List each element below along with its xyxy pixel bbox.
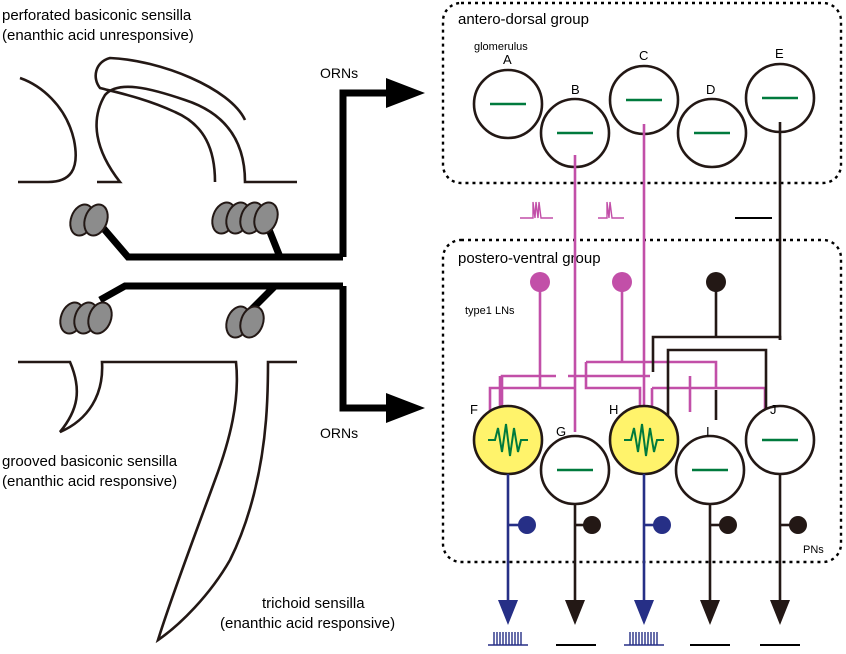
glomerulus-a: A xyxy=(472,52,544,140)
postero-ventral-box xyxy=(441,238,843,564)
pns-label: PNs xyxy=(803,544,824,556)
orn-arrow-lower xyxy=(339,286,392,412)
postero-ventral-label: postero-ventral group xyxy=(458,250,601,267)
ln-soma-left xyxy=(530,272,550,292)
trichoid-label-line2: (enanthic acid responsive) xyxy=(220,615,395,632)
postero-ventral-group: postero-ventral group type1 LNs PNs xyxy=(441,122,843,564)
antero-dorsal-box xyxy=(441,1,843,185)
perforated-sensilla-outline xyxy=(18,56,297,184)
glomerulus-c-label: C xyxy=(639,48,648,63)
antero-dorsal-label: antero-dorsal group xyxy=(458,11,589,28)
ln-spike-trace-left xyxy=(520,201,553,219)
glomerulus-c: C xyxy=(608,48,680,136)
orn-arrowhead-upper xyxy=(386,78,425,108)
orn-cells-lower-left xyxy=(59,301,113,335)
perforated-label-line1: perforated basiconic sensilla xyxy=(2,7,192,24)
output-trace-h xyxy=(624,632,664,646)
pn-arrowhead-j xyxy=(770,600,790,625)
lower-axon-bundle xyxy=(98,282,343,318)
pn-soma-g xyxy=(583,516,601,534)
pn-arrowhead-i xyxy=(700,600,720,625)
glomerulus-f-label: F xyxy=(470,402,478,417)
pn-arrowhead-f xyxy=(498,600,518,625)
glomerulus-g-label: G xyxy=(556,424,566,439)
pn-soma-h xyxy=(653,516,671,534)
ln-soma-black xyxy=(706,272,726,292)
orn-cells-upper-left xyxy=(69,203,109,237)
grooved-label-line1: grooved basiconic sensilla xyxy=(2,453,178,470)
orn-cells-upper-right xyxy=(211,201,279,235)
output-trace-f xyxy=(488,632,528,646)
antero-dorsal-group: antero-dorsal group glomerulus A B C D E xyxy=(441,1,843,185)
pn-soma-i xyxy=(719,516,737,534)
pn-soma-j xyxy=(789,516,807,534)
glomerulus-b-label: B xyxy=(571,82,580,97)
trichoid-label-line1: trichoid sensilla xyxy=(262,595,365,612)
glomerulus-i-label: I xyxy=(706,424,710,439)
pn-outputs xyxy=(488,474,807,646)
glomerulus-j: J xyxy=(744,402,816,476)
orns-label-bottom: ORNs xyxy=(320,425,358,441)
orns-label-top: ORNs xyxy=(320,65,358,81)
glomerulus-label: glomerulus xyxy=(474,41,528,53)
glomerulus-a-label: A xyxy=(503,52,512,67)
sensilla-panel: perforated basiconic sensilla (enanthic … xyxy=(2,7,425,644)
glomerulus-i: I xyxy=(674,424,746,506)
ln-spike-trace-right xyxy=(598,201,624,219)
glomerulus-j-label: J xyxy=(770,402,777,417)
type1-lns-label: type1 LNs xyxy=(465,305,515,317)
grooved-label-line2: (enanthic acid responsive) xyxy=(2,473,177,490)
pn-soma-f xyxy=(518,516,536,534)
orn-arrow-upper xyxy=(339,89,392,257)
glomerulus-e-label: E xyxy=(775,46,784,61)
pn-arrowhead-h xyxy=(634,600,654,625)
pn-arrowhead-g xyxy=(565,600,585,625)
grooved-sensilla-outline xyxy=(18,360,297,644)
glomerulus-b: B xyxy=(539,82,611,169)
ln-network-black xyxy=(651,290,782,420)
glomerulus-g: G xyxy=(539,424,611,506)
glomerulus-e: E xyxy=(744,46,816,134)
orn-arrowhead-lower xyxy=(386,393,425,423)
glomerulus-h-label: H xyxy=(609,402,618,417)
glomerulus-f: F xyxy=(470,402,544,476)
orn-cells-lower-right xyxy=(225,305,265,339)
ln-soma-right xyxy=(612,272,632,292)
perforated-label-line2: (enanthic acid unresponsive) xyxy=(2,27,194,44)
glomerulus-d: D xyxy=(676,82,748,169)
glomerulus-d-label: D xyxy=(706,82,715,97)
ln-network-magenta xyxy=(488,290,767,420)
